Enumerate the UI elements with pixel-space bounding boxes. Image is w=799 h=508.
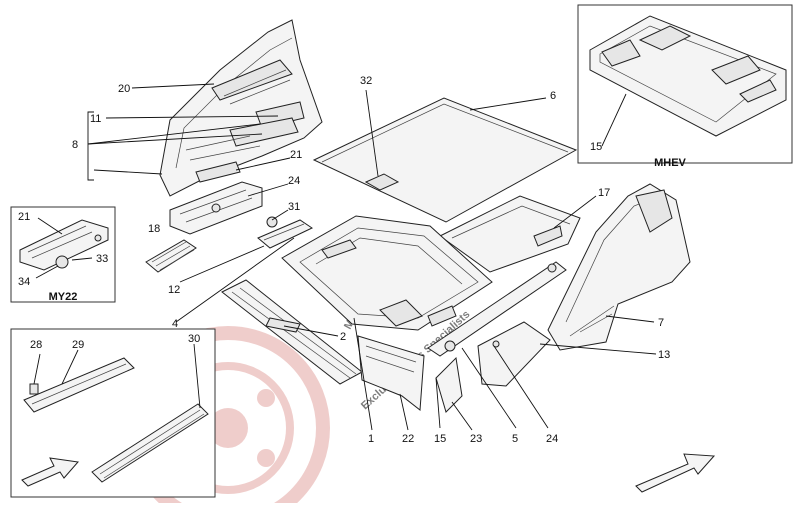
callout-13: 13 (658, 349, 670, 361)
right-trim-panel-7 (547, 183, 691, 351)
callout-12: 12 (168, 284, 180, 296)
callout-8: 8 (72, 139, 78, 151)
callout-32: 32 (360, 75, 372, 87)
inset-sill-plates (10, 328, 216, 498)
side-panel-23 (435, 356, 463, 413)
direction-arrow-icon (635, 453, 716, 493)
callout-6: 6 (550, 90, 556, 102)
side-panel-22 (357, 335, 425, 411)
callout-numbers: 20 11 8 21 24 31 18 12 4 32 6 17 2 1 22 … (18, 75, 670, 445)
callout-2: 2 (340, 331, 346, 343)
threshold-bar-5 (427, 261, 567, 357)
callout-15: 15 (434, 433, 446, 445)
callout-18: 18 (148, 223, 160, 235)
callout-15-mhev: 15 (590, 141, 602, 153)
callout-20: 20 (118, 83, 130, 95)
callout-21-my22: 21 (18, 211, 30, 223)
inset-label-mhev: MHEV (654, 157, 686, 169)
direction-arrow-icon (21, 457, 79, 487)
callout-30: 30 (188, 333, 200, 345)
rear-bracket-21 (169, 181, 263, 235)
callout-17: 17 (598, 187, 610, 199)
callout-7: 7 (658, 317, 664, 329)
callout-11: 11 (90, 113, 101, 125)
vent-grille-18 (145, 239, 197, 273)
trunk-tub-1 (281, 215, 493, 331)
callout-5: 5 (512, 433, 518, 445)
fixing-clip-31 (257, 216, 314, 249)
callout-22: 22 (402, 433, 414, 445)
callout-24: 24 (288, 175, 300, 187)
callout-23: 23 (470, 433, 482, 445)
callout-31: 31 (288, 201, 300, 213)
leader-lines (33, 83, 657, 431)
callout-1: 1 (368, 433, 374, 445)
inset-my22 (10, 206, 116, 303)
callout-21: 21 (290, 149, 302, 161)
left-trim-panel (159, 19, 323, 197)
callout-33: 33 (96, 253, 108, 265)
rear-box-17 (439, 195, 581, 273)
callout-4: 4 (172, 318, 178, 330)
callout-24-bottom: 24 (546, 433, 558, 445)
inset-label-my22: MY22 (49, 291, 78, 303)
cover-13 (477, 321, 551, 387)
callout-34: 34 (18, 276, 30, 288)
inset-mhev (577, 4, 793, 164)
callout-29: 29 (72, 339, 84, 351)
callout-28: 28 (30, 339, 42, 351)
trunk-floor-panel-6 (312, 97, 578, 223)
